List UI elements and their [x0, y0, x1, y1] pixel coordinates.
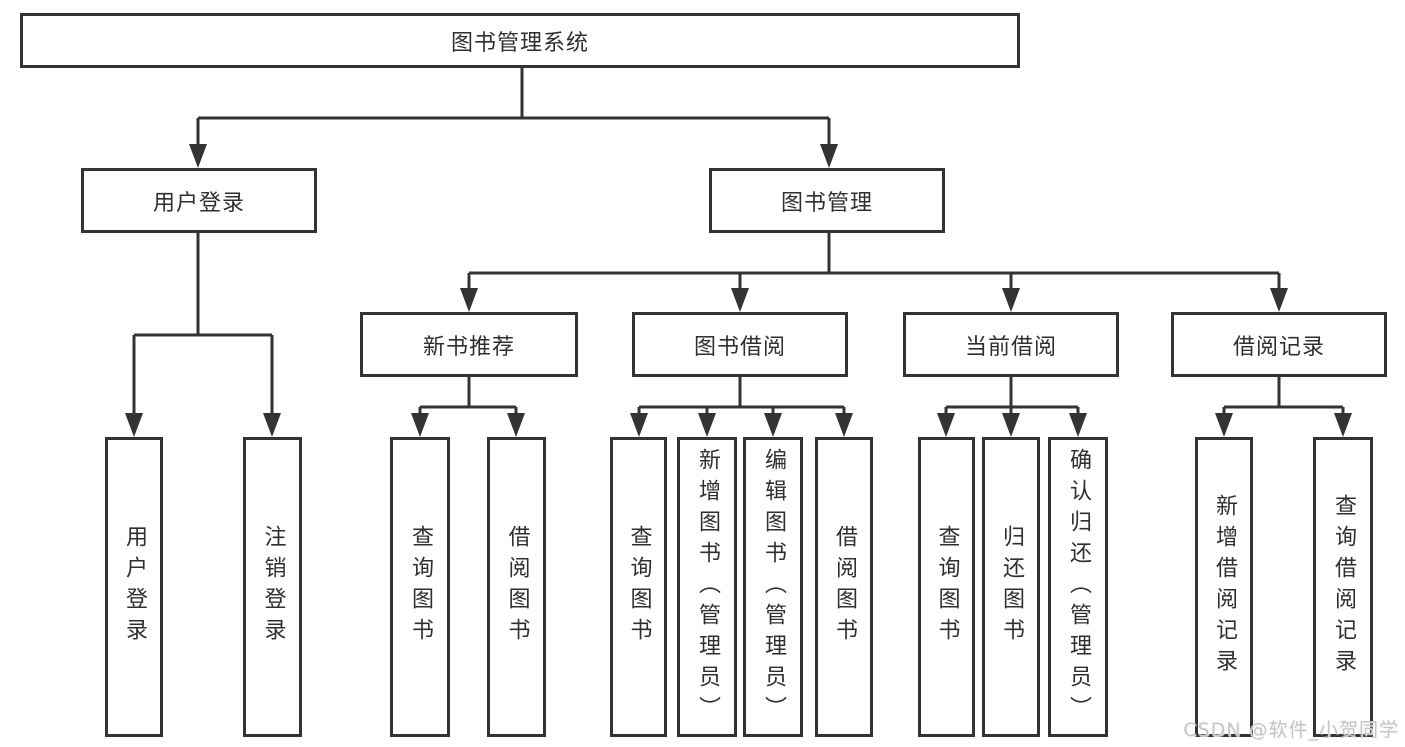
node-current-borrow-label: 当前借阅	[964, 334, 1057, 360]
node-current-borrow: 当前借阅	[903, 312, 1119, 377]
node-borrow-records-label: 借阅记录	[1232, 334, 1325, 360]
node-book-borrow: 图书借阅	[632, 312, 848, 377]
node-cb-query-book: 查询图书	[918, 437, 975, 737]
csdn-watermark: CSDN @软件_小贺同学	[1183, 719, 1399, 741]
node-book-management: 图书管理	[709, 168, 945, 233]
node-cb-return-book: 归还图书	[982, 437, 1040, 737]
node-borrow-records: 借阅记录	[1171, 312, 1387, 377]
node-root: 图书管理系统	[20, 13, 1020, 68]
node-book-management-label: 图书管理	[780, 190, 873, 216]
node-user-login: 用户登录	[81, 168, 317, 233]
node-br-query-record-label: 查询借阅记录	[1331, 494, 1356, 680]
node-bb-borrow-book-label: 借阅图书	[832, 525, 857, 649]
node-bb-edit-book: 编辑图书（管理员）	[743, 437, 803, 737]
node-new-book-recommend-label: 新书推荐	[422, 334, 515, 360]
node-leaf-user-login-label: 用户登录	[122, 525, 147, 649]
node-nb-borrow-book: 借阅图书	[487, 437, 546, 737]
node-root-label: 图书管理系统	[450, 30, 589, 56]
node-bb-borrow-book: 借阅图书	[815, 437, 873, 737]
node-leaf-logout-label: 注销登录	[260, 525, 286, 649]
node-bb-add-book-label: 新增图书（管理员）	[695, 447, 720, 727]
node-br-query-record: 查询借阅记录	[1313, 437, 1373, 737]
node-bb-edit-book-label: 编辑图书（管理员）	[761, 447, 786, 727]
node-nb-borrow-book-label: 借阅图书	[504, 525, 530, 649]
node-bb-query-book-label: 查询图书	[626, 525, 652, 649]
node-bb-query-book: 查询图书	[610, 437, 667, 737]
node-bb-add-book: 新增图书（管理员）	[677, 437, 737, 737]
node-cb-confirm-return: 确认归还（管理员）	[1048, 437, 1108, 737]
node-br-add-record: 新增借阅记录	[1195, 437, 1253, 737]
node-cb-query-book-label: 查询图书	[934, 525, 960, 649]
node-new-book-recommend: 新书推荐	[360, 312, 578, 377]
node-cb-return-book-label: 归还图书	[999, 525, 1024, 649]
node-leaf-user-login: 用户登录	[105, 437, 163, 737]
node-nb-query-book: 查询图书	[390, 437, 450, 737]
node-br-add-record-label: 新增借阅记录	[1212, 494, 1237, 680]
node-cb-confirm-return-label: 确认归还（管理员）	[1066, 447, 1091, 727]
node-nb-query-book-label: 查询图书	[408, 525, 433, 649]
node-leaf-logout: 注销登录	[243, 437, 302, 737]
node-book-borrow-label: 图书借阅	[693, 334, 786, 360]
node-user-login-label: 用户登录	[152, 190, 245, 216]
